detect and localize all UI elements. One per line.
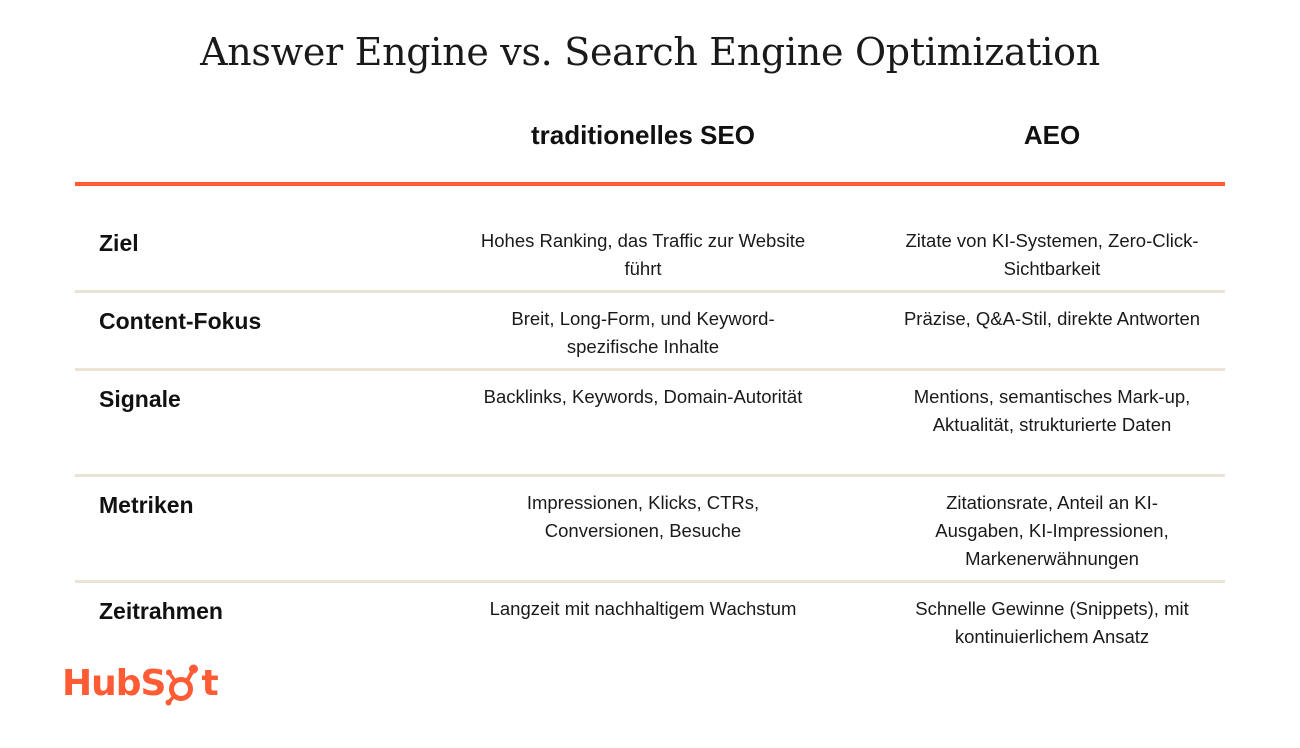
cell-seo: Backlinks, Keywords, Domain-Autorität xyxy=(483,386,803,407)
column-header-seo: traditionelles SEO xyxy=(531,120,755,150)
cell-seo: Hohes Ranking, das Traffic zur Website f… xyxy=(480,230,806,279)
cell-seo: Langzeit mit nachhaltigem Wachstum xyxy=(489,598,797,619)
logo-text-end: t xyxy=(201,662,218,704)
cell-aeo: Zitate von KI-Systemen, Zero-Click-Sicht… xyxy=(905,230,1199,279)
row-label: Content-Fokus xyxy=(99,308,262,334)
row-label: Ziel xyxy=(99,230,139,256)
row-divider xyxy=(75,580,1225,583)
logo-text-start: HubS xyxy=(62,662,166,704)
hubspot-logo: HubS t xyxy=(62,658,219,708)
cell-seo: Breit, Long-Form, und Keyword-spezifisch… xyxy=(511,308,775,357)
cell-aeo: Schnelle Gewinne (Snippets), mit kontinu… xyxy=(915,598,1189,647)
column-header-aeo: AEO xyxy=(1023,120,1081,150)
cell-aeo: Zitationsrate, Anteil an KI-Ausgaben, KI… xyxy=(935,492,1169,569)
row-divider xyxy=(75,474,1225,477)
cell-seo: Impressionen, Klicks, CTRs, Conversionen… xyxy=(526,492,760,541)
header-divider xyxy=(75,182,1225,186)
row-divider xyxy=(75,290,1225,293)
cell-aeo: Mentions, semantisches Mark-up, Aktualit… xyxy=(913,386,1191,435)
row-divider xyxy=(75,368,1225,371)
row-label: Metriken xyxy=(99,492,194,518)
row-label: Zeitrahmen xyxy=(99,598,223,624)
cell-aeo: Präzise, Q&A-Stil, direkte Antworten xyxy=(903,308,1201,329)
row-label: Signale xyxy=(99,386,181,412)
page-title: Answer Engine vs. Search Engine Optimiza… xyxy=(200,30,1100,74)
sprocket-icon xyxy=(165,664,199,706)
